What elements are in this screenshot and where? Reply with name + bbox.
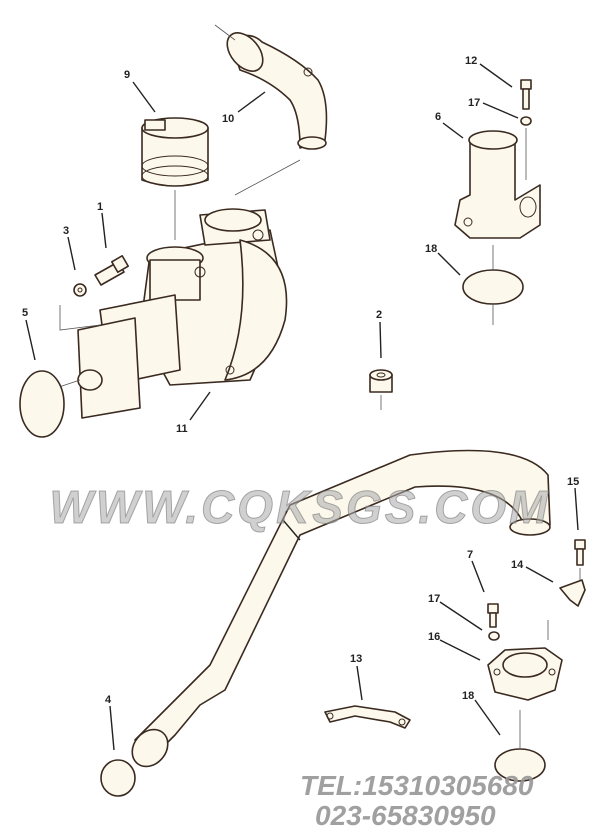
callout-17-top: 17 <box>468 97 480 109</box>
callout-1: 1 <box>97 201 103 213</box>
bolt-part-12 <box>520 79 532 110</box>
watermark-site: WWW.CQKSGS.COM <box>49 481 551 534</box>
watermark-tel: TEL:15310305680 <box>300 770 534 801</box>
washer-part-17-bottom <box>488 631 500 641</box>
gasket-part-4 <box>100 759 136 797</box>
clip-part-14 <box>559 579 586 607</box>
callout-10: 10 <box>222 113 234 125</box>
callout-3: 3 <box>63 225 69 237</box>
callout-11: 11 <box>176 423 188 435</box>
long-water-tube-part <box>131 449 551 768</box>
outlet-connection-part-16 <box>487 647 563 701</box>
callout-17-bottom: 17 <box>428 593 440 605</box>
bolt-part-15 <box>574 539 586 566</box>
bracket-part-13 <box>324 705 411 729</box>
washer-part-3 <box>73 283 87 297</box>
gasket-part-18-bottom <box>494 748 546 782</box>
callout-13: 13 <box>350 653 362 665</box>
callout-18-bottom: 18 <box>462 690 474 702</box>
callout-15: 15 <box>567 476 579 488</box>
water-pump-part <box>19 159 301 419</box>
callout-5: 5 <box>22 307 28 319</box>
gasket-part-5 <box>19 370 65 438</box>
callout-12: 12 <box>465 55 477 67</box>
callout-2: 2 <box>376 309 382 321</box>
callout-14: 14 <box>511 559 524 571</box>
callout-labels: 1 2 3 4 5 6 7 9 10 11 12 13 14 15 16 17 … <box>22 55 579 706</box>
callout-16: 16 <box>428 631 440 643</box>
callout-7: 7 <box>467 549 473 561</box>
screw-part-1 <box>94 255 129 286</box>
hose-sleeve-part <box>141 117 209 240</box>
plug-part-2 <box>369 369 393 410</box>
elbow-pipe-part <box>214 24 328 150</box>
bolt-part-7 <box>487 603 499 628</box>
callout-4: 4 <box>105 694 112 706</box>
callout-9: 9 <box>124 69 130 81</box>
callout-6: 6 <box>435 111 441 123</box>
washer-part-17-top <box>520 116 532 126</box>
leader-arrows <box>25 63 579 751</box>
gasket-part-18-top <box>462 269 524 305</box>
callout-18-top: 18 <box>425 243 437 255</box>
watermark-phone: 023-65830950 <box>315 800 496 831</box>
outlet-connection-part-6 <box>454 130 541 239</box>
